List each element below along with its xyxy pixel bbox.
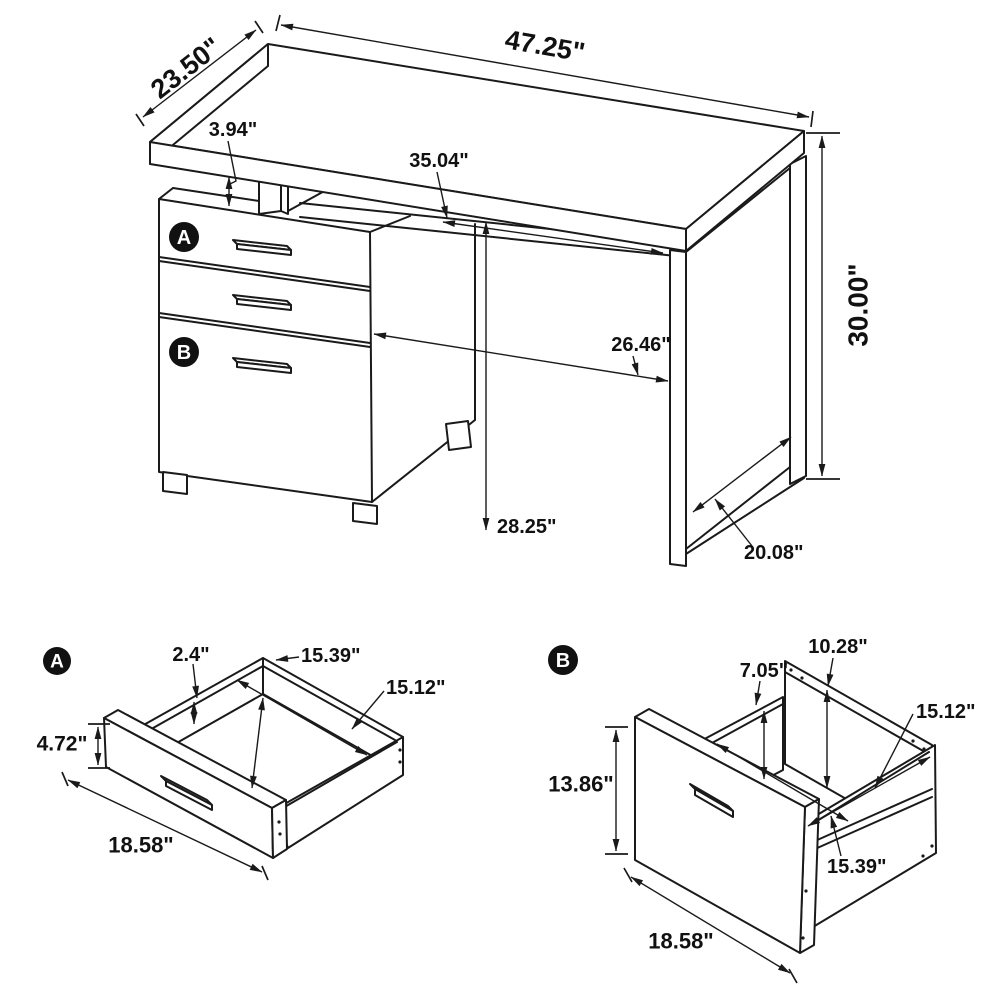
dim-label-a-wall-height: 2.4" [172,644,209,666]
badge-b-letter: B [177,342,191,364]
badge-drawer-a-detail: A [43,647,71,675]
dim-label-a-front-height: 4.72" [37,733,88,756]
dim-label-knee-clearance: 26.46" [611,334,671,356]
dim-label-underside-height: 28.25" [497,516,557,538]
dim-label-b-back-height: 10.28" [808,636,868,658]
dim-label-interior-width: 35.04" [409,150,469,172]
desk-leg-frame [669,155,807,567]
badge-b-detail-letter: B [556,650,570,672]
drawer-b-dimensions: 10.28" 7.05" 15.12" 15.39" 13.86" 18. [548,636,976,984]
dim-label-leg-depth: 20.08" [744,542,804,564]
dim-label-top-gap: 3.94" [209,119,257,141]
drawer-a-figure: A 2.4" [37,644,446,881]
dim-label-a-interior-width: 15.39" [301,645,361,667]
badge-drawer-b-detail: B [548,645,578,675]
drawer-handle [232,294,292,311]
drawer-b-figure: B [548,636,976,984]
dim-label-height: 30.00" [843,263,874,346]
drawer-a-dimensions: 2.4" 15.39" 15.12" 4.72" 18.58" [37,644,446,881]
badge-a-detail-letter: A [50,652,64,673]
badge-drawer-a: A [169,222,199,252]
main-desk-figure: A B 47.25" 23.50" 30.00" 3.94" [135,14,874,567]
dim-label-a-interior-depth: 15.12" [386,677,446,699]
drawer-a-box [103,657,404,859]
badge-drawer-b: B [169,337,199,367]
dim-label-b-side-height: 7.05" [740,660,788,682]
drawer-b-box [634,660,937,954]
dim-label-a-front-width: 18.58" [108,833,173,858]
badge-a-letter: A [177,227,191,249]
drawer-handle [232,239,292,256]
dim-label-b-front-width: 18.58" [648,929,713,954]
desk-pedestal [158,176,476,525]
dim-label-width: 47.25" [503,24,587,67]
drawer-handle [232,357,292,374]
dim-label-b-front-height: 13.86" [548,772,613,797]
dim-label-b-interior-depth: 15.12" [916,701,976,723]
dim-label-b-interior-width: 15.39" [827,856,887,878]
